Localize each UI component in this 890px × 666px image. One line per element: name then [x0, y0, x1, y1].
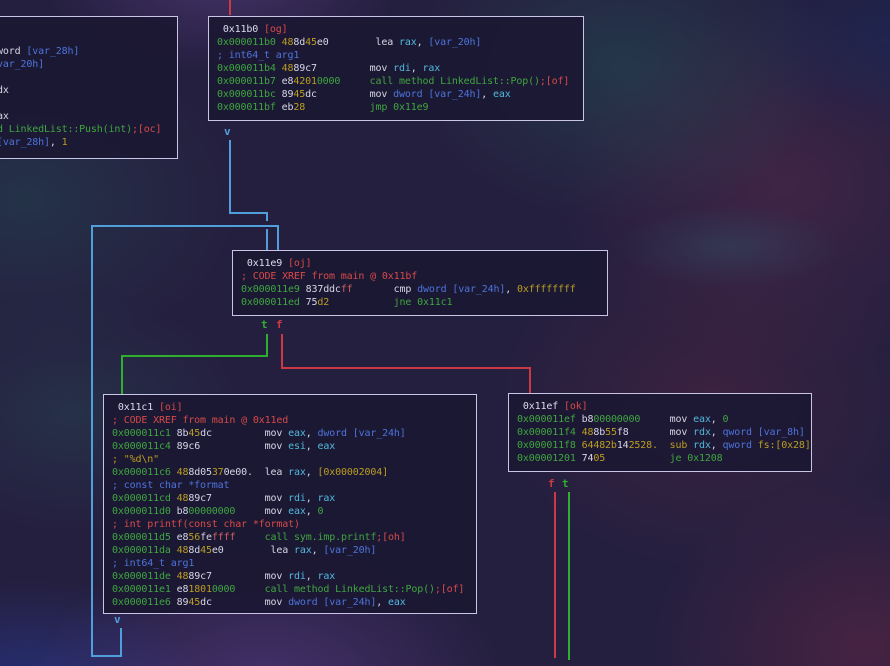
basic-block-partial-push[interactable]: word [var_28h]var_20h] dx axd LinkedList…: [0, 16, 178, 159]
edge-0x11e9-true-0x11c1: [266, 334, 268, 356]
arrowhead-v-icon: v: [114, 613, 121, 626]
edge-0x11ef-true-0x1208: [568, 492, 570, 660]
edge-incoming-0x11b0: [229, 0, 231, 15]
basic-block-0x11c1[interactable]: 0x11c1 [oi]; CODE XREF from main @ 0x11e…: [103, 394, 477, 614]
edge-0x11c1-0x11e9: [120, 628, 122, 656]
basic-block-0x11b0[interactable]: 0x11b0 [og]0x000011b0 488d45e0 lea rax, …: [208, 16, 584, 121]
edge-0x11b0-0x11e9: [229, 140, 231, 213]
basic-block-0x11e9[interactable]: 0x11e9 [oj]; CODE XREF from main @ 0x11b…: [232, 250, 608, 316]
edge-0x11e9-true-0x11c1: [121, 355, 268, 357]
edge-0x11c1-0x11e9: [277, 225, 279, 250]
edge-label-true: t: [562, 477, 569, 490]
edge-0x11c1-0x11e9: [91, 655, 122, 657]
edge-label-true: t: [261, 318, 268, 331]
edge-0x11e9-false-0x11ef: [529, 367, 531, 393]
edge-0x11b0-0x11e9: [229, 212, 268, 214]
edge-0x11c1-0x11e9: [91, 225, 93, 656]
arrowhead-v-icon: v: [224, 125, 231, 138]
edge-0x11b0-0x11e9: [266, 213, 268, 221]
edge-label-false: f: [276, 318, 283, 331]
disasm-text: 0x11e9 [oj]; CODE XREF from main @ 0x11b…: [241, 258, 576, 308]
edge-0x11e9-false-0x11ef: [281, 367, 531, 369]
disasm-text: word [var_28h]var_20h] dx axd LinkedList…: [0, 46, 162, 148]
disasm-text: 0x11b0 [og]0x000011b0 488d45e0 lea rax, …: [217, 24, 570, 113]
edge-0x11e9-false-0x11ef: [281, 334, 283, 368]
edge-0x11b0-0x11e9: [266, 229, 268, 250]
disasm-text: 0x11ef [ok]0x000011ef b800000000 mov eax…: [517, 401, 811, 464]
edge-0x11e9-true-0x11c1: [121, 355, 123, 394]
basic-block-0x11ef[interactable]: 0x11ef [ok]0x000011ef b800000000 mov eax…: [508, 393, 812, 472]
disasm-text: 0x11c1 [oi]; CODE XREF from main @ 0x11e…: [112, 402, 465, 608]
edge-0x11ef-false: [554, 492, 556, 658]
edge-0x11c1-0x11e9: [91, 225, 279, 227]
edge-label-false: f: [548, 477, 555, 490]
